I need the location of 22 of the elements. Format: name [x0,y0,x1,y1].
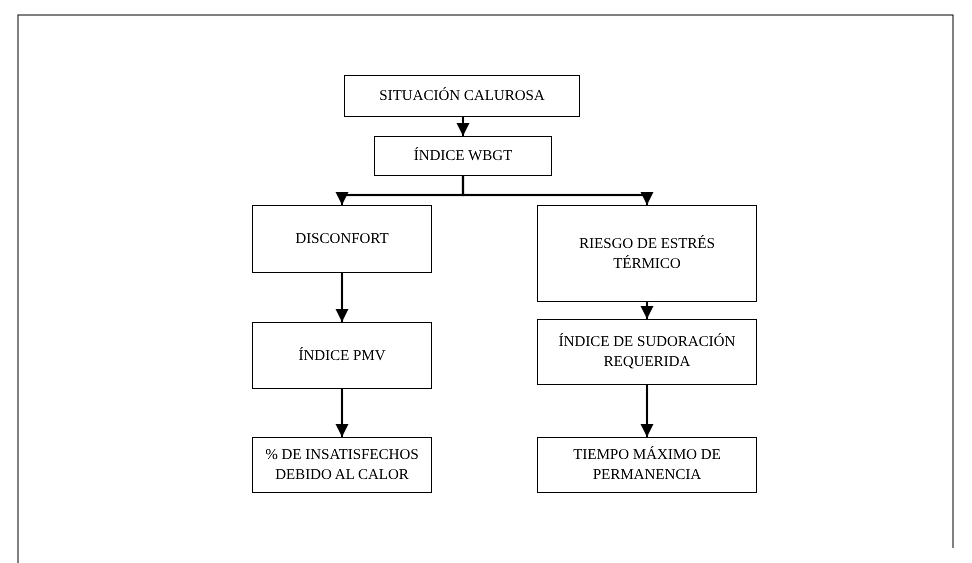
arrow [335,273,349,322]
arrow [335,389,349,437]
arrow [462,176,654,205]
process-box [374,136,552,176]
box-label: ÍNDICE WBGT [412,146,514,166]
process-box [252,205,432,273]
box-label: ÍNDICE DE SUDORACIÓN REQUERIDA [558,332,736,372]
process-box [537,437,757,493]
process-box [252,322,432,389]
box-label: % DE INSATISFECHOS DEBIDO AL CALOR [264,446,420,485]
box-label: RIESGO DE ESTRÉS TÉRMICO [578,234,716,274]
arrow [640,385,654,437]
box-label: ÍNDICE PMV [297,346,387,366]
box-label: DISCONFORT [294,230,390,249]
box-label: TIEMPO MÁXIMO DE PERMANENCIA [572,445,722,485]
arrow [456,117,470,136]
arrow [640,302,654,319]
process-box [537,319,757,385]
process-box [344,75,580,117]
process-box [252,437,432,493]
box-label: SITUACIÓN CALUROSA [378,86,546,106]
process-box [537,205,757,302]
